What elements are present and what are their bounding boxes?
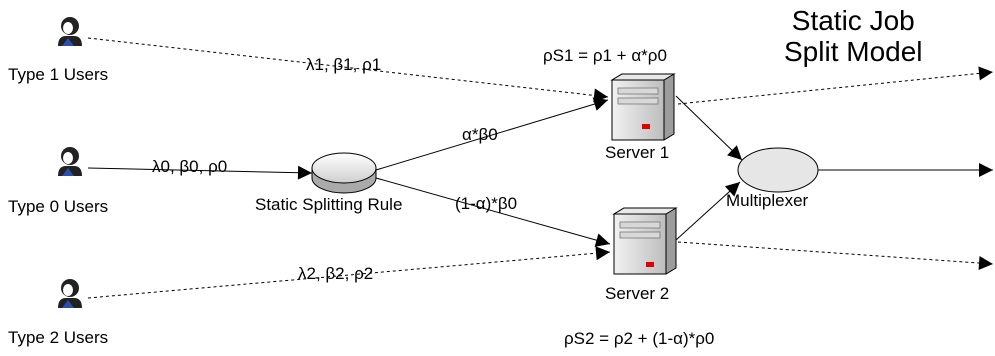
splitter-label: Static Splitting Rule bbox=[255, 195, 403, 214]
flow-splitter-to-server1 bbox=[375, 97, 609, 171]
static-splitting-rule-node bbox=[311, 152, 377, 194]
diagram-title: Static Job Split Model bbox=[784, 5, 923, 68]
server1-load-formula: ρS1 = ρ1 + α*ρ0 bbox=[543, 46, 667, 65]
flow-server2-to-multiplexer bbox=[675, 181, 741, 241]
flow-type0-to-splitter bbox=[87, 165, 313, 180]
multiplexer-label: Multiplexer bbox=[726, 191, 809, 210]
flow-server2-out bbox=[677, 241, 994, 271]
multiplexer-node bbox=[737, 147, 819, 193]
flow-server1-to-multiplexer bbox=[675, 95, 743, 161]
flow-type1-label: λ1, β1, ρ1 bbox=[306, 55, 382, 74]
user-icon-type0 bbox=[58, 147, 82, 176]
flow-type0-label: λ0, β0, ρ0 bbox=[152, 157, 228, 176]
user-icon-type2 bbox=[58, 279, 82, 308]
server2-label: Server 2 bbox=[605, 284, 670, 303]
flow-splitter-to-server2 bbox=[375, 177, 611, 247]
flow-to-server2-label: (1-α)*β0 bbox=[455, 194, 518, 213]
server2-icon bbox=[612, 207, 678, 275]
type1-users-label: Type 1 Users bbox=[8, 65, 109, 84]
flow-type2-label: λ2, β2, ρ2 bbox=[298, 264, 374, 283]
flow-server1-out bbox=[677, 66, 994, 105]
diagram-title-line1: Static Job bbox=[791, 5, 915, 36]
server2-load-formula: ρS2 = ρ2 + (1-α)*ρ0 bbox=[564, 329, 715, 348]
user-icon-type1 bbox=[58, 17, 82, 46]
server1-icon bbox=[610, 73, 676, 141]
type2-users-label: Type 2 Users bbox=[8, 328, 109, 347]
type0-users-label: Type 0 Users bbox=[8, 197, 109, 216]
server1-label: Server 1 bbox=[605, 143, 670, 162]
flow-to-server1-label: α*β0 bbox=[462, 125, 498, 144]
diagram-title-line2: Split Model bbox=[784, 35, 923, 67]
